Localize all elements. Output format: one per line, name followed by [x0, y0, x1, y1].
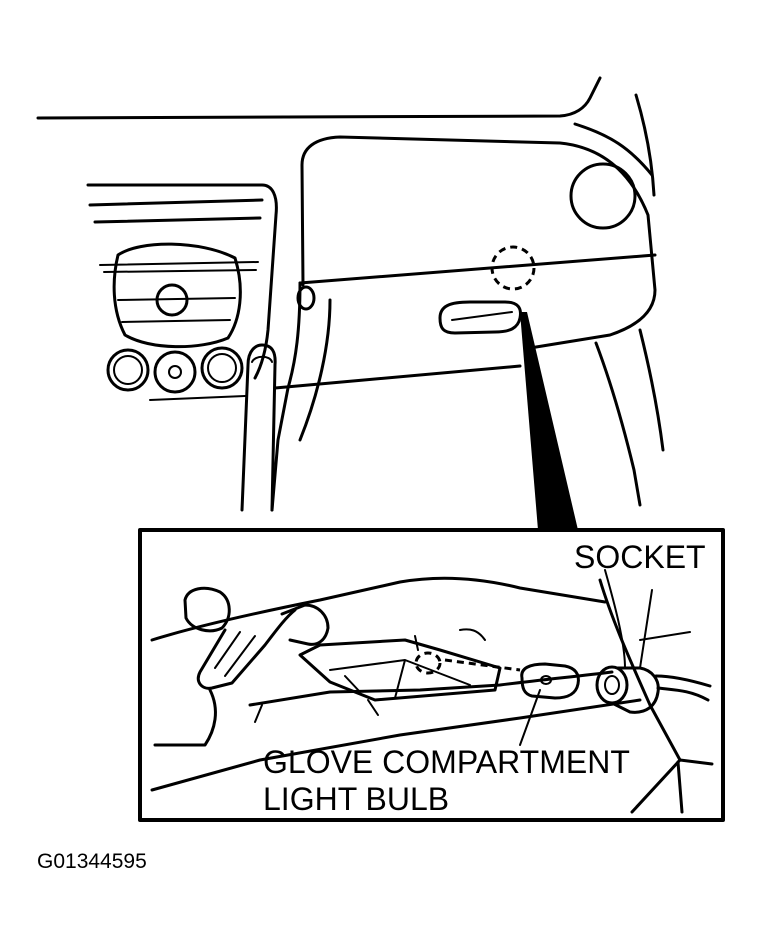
bulb-leader-line	[519, 689, 541, 746]
knee-panel-edge	[298, 298, 332, 442]
light-bulb-filament	[540, 675, 552, 685]
center-console-upper-line-2	[93, 216, 262, 224]
center-vent-line-2	[103, 269, 257, 273]
dashboard-overview	[36, 76, 665, 512]
glove-box-handle	[438, 300, 522, 335]
climate-dial-center	[153, 350, 197, 394]
shift-lever	[240, 343, 277, 512]
center-console-upper-line	[88, 198, 264, 207]
socket-body	[610, 666, 660, 714]
inset-damper	[280, 603, 330, 646]
inset-latch-knob	[183, 586, 231, 633]
inset-housing-bottom	[150, 698, 642, 792]
inset-lid-top	[150, 576, 607, 642]
dash-top-edge	[36, 76, 602, 120]
light-bulb-icon	[520, 662, 580, 700]
console-bottom-line	[149, 395, 246, 401]
detail-frame	[138, 528, 725, 822]
inset-housing-rib-1	[254, 704, 263, 723]
lid-button	[296, 285, 316, 311]
bulb-label-line-2: LIGHT BULB	[263, 781, 449, 817]
glove-box-right-side	[594, 341, 642, 507]
glove-box-lid	[300, 135, 657, 350]
inset-housing-rib-2	[367, 699, 379, 716]
glove-box-left-edge	[270, 281, 302, 512]
a-pillar-line-2	[634, 93, 656, 197]
inset-recess-top	[414, 628, 486, 651]
inset-hinge-arm-inner	[214, 631, 256, 677]
inset-hidden-bulb	[414, 651, 442, 675]
figure-id: G01344595	[37, 850, 147, 873]
socket-inner	[604, 675, 620, 695]
climate-dial-left	[106, 348, 150, 392]
socket-wire	[654, 674, 712, 702]
socket-leader-line	[604, 569, 653, 669]
a-pillar-line	[573, 122, 654, 177]
inset-panel-edge-2	[676, 758, 714, 814]
inset-housing-left	[153, 688, 217, 747]
inset-removal-path	[444, 658, 521, 672]
inset-lid-lower	[248, 670, 614, 707]
climate-dial-left-inner	[113, 355, 143, 385]
callout-wedge	[520, 312, 578, 530]
detail-inset: SOCKET GLOVE COMPARTMENT LIGHT BULB	[138, 528, 725, 822]
bulb-label-line-1: GLOVE COMPARTMENT	[263, 744, 630, 780]
inset-recess	[298, 638, 502, 702]
right-air-vent	[569, 162, 637, 230]
center-vent-line-4	[121, 319, 231, 323]
climate-dial-center-inner	[168, 365, 182, 379]
climate-dial-right	[200, 346, 244, 390]
inset-recess-inner	[329, 659, 471, 699]
shift-lever-top	[251, 355, 273, 363]
center-vent-line-1	[99, 261, 259, 266]
inset-hinge-arm	[196, 608, 297, 690]
center-console-frame	[86, 183, 278, 380]
center-vent-frame	[112, 242, 242, 349]
glove-box-handle-inner	[451, 311, 513, 321]
glove-box-seam	[298, 253, 657, 285]
center-knob-icon	[155, 283, 189, 317]
inset-panel-edge	[598, 578, 682, 814]
glove-box-right-side-2	[638, 328, 665, 452]
socket-label: SOCKET	[574, 539, 706, 575]
climate-dial-right-inner	[207, 353, 237, 383]
center-vent-line-3	[117, 297, 236, 301]
inset-panel-line	[639, 631, 691, 641]
bulb-location-marker	[490, 245, 536, 291]
lower-dash-edge	[273, 364, 522, 390]
